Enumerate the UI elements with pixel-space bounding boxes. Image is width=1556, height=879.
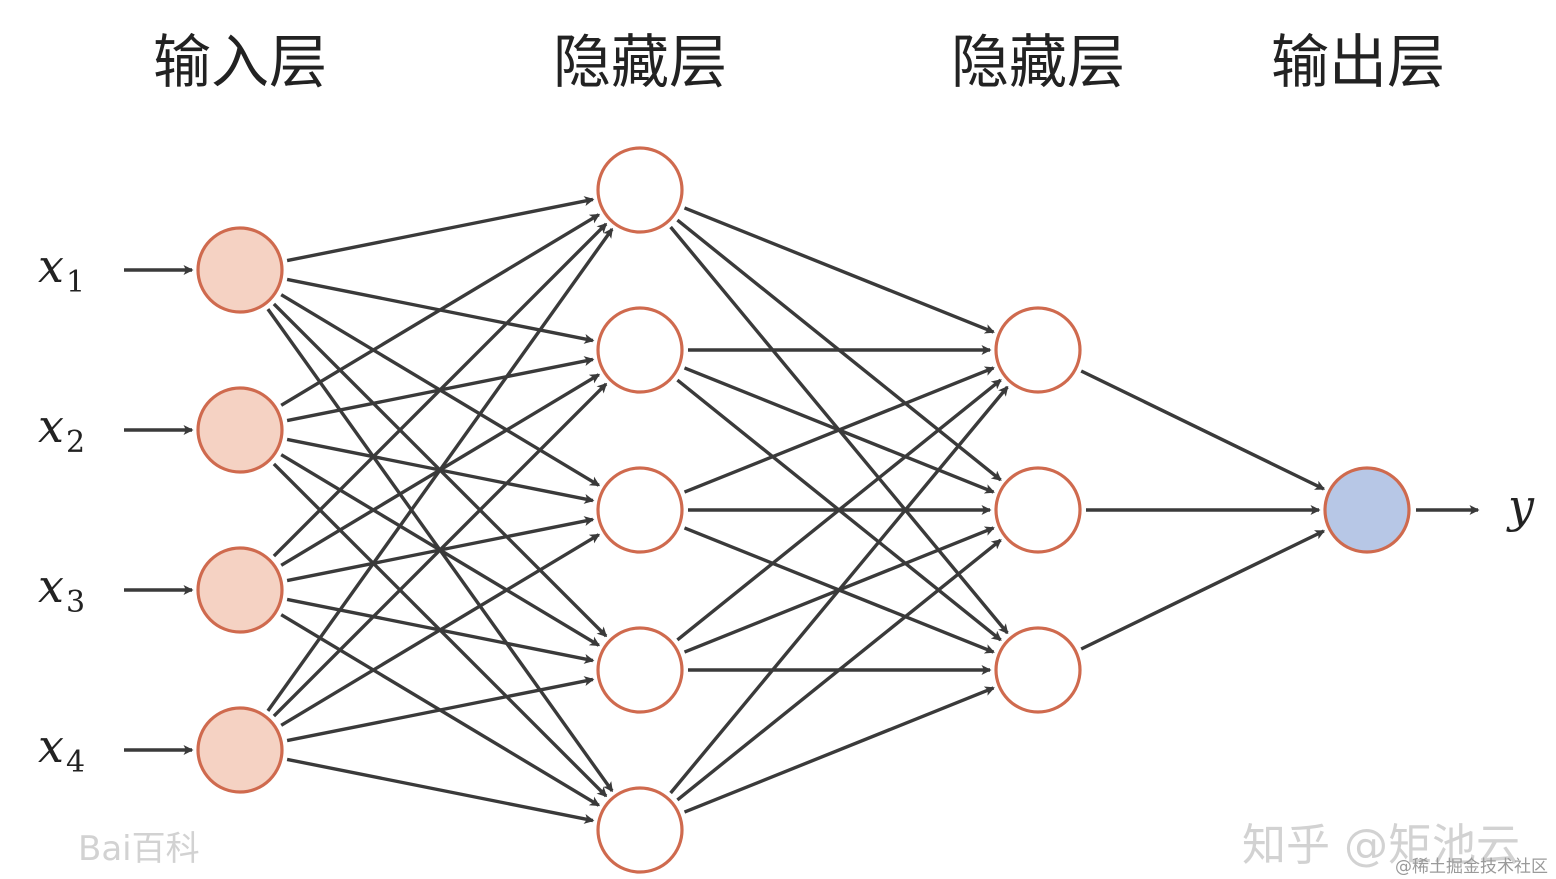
layer-title-hidden-2: 隐藏层 <box>951 28 1125 96</box>
edge-l2-n5-to-l3-n1 <box>669 385 1009 795</box>
hidden1-node-2 <box>596 306 684 394</box>
input-arrows <box>124 265 194 755</box>
output-node-1 <box>1323 466 1411 554</box>
layer-title-hidden-1: 隐藏层 <box>553 28 727 96</box>
edge-l1-n4-to-l2-n1 <box>266 227 614 712</box>
edge-l3-n3-to-l4-n1 <box>1080 529 1326 651</box>
edge-l1-n2-to-l2-n1 <box>280 213 601 407</box>
output-label-y: y <box>1506 479 1535 533</box>
baidu-watermark: Bai百科 <box>78 829 200 869</box>
edge-l2-n4-to-l3-n1 <box>676 378 1002 642</box>
hidden1-node-3 <box>596 466 684 554</box>
input-node-3 <box>196 546 284 634</box>
neurons <box>196 146 1411 874</box>
layer-title-output: 输出层 <box>1271 28 1445 96</box>
edge-l3-n1-to-l4-n1 <box>1080 369 1326 491</box>
input-node-4 <box>196 706 284 794</box>
edge-l2-n5-to-l3-n3 <box>683 686 995 814</box>
edge-l1-n4-to-l2-n3 <box>280 533 601 727</box>
edge-l2-n3-to-l3-n1 <box>683 366 995 494</box>
hidden2-node-3 <box>994 626 1082 714</box>
input-node-1 <box>196 226 284 314</box>
input-label-x2: x2 <box>38 399 85 460</box>
hidden1-node-1 <box>596 146 684 234</box>
connections <box>266 196 1326 824</box>
edge-l2-n1-to-l3-n1 <box>683 206 995 334</box>
juejin-watermark: @稀土掘金技术社区 <box>1395 857 1548 877</box>
edge-l1-n4-to-l2-n5 <box>286 757 595 824</box>
input-label-x1: x1 <box>38 239 85 300</box>
input-label-x4: x4 <box>38 719 85 780</box>
edge-l1-n4-to-l2-n4 <box>286 676 595 743</box>
hidden1-node-4 <box>596 626 684 714</box>
hidden2-node-2 <box>994 466 1082 554</box>
edge-l1-n1-to-l2-n1 <box>286 196 595 263</box>
edge-l1-n3-to-l2-n1 <box>272 222 608 558</box>
hidden1-node-5 <box>596 786 684 874</box>
zhihu-watermark: 知乎 @矩池云 <box>1242 820 1520 871</box>
layer-title-input: 输入层 <box>153 28 327 96</box>
edge-l2-n5-to-l3-n2 <box>676 538 1002 802</box>
input-labels: x1 x2 x3 x4 <box>38 239 85 780</box>
hidden2-node-1 <box>994 306 1082 394</box>
input-label-x3: x3 <box>38 559 85 620</box>
edge-l1-n4-to-l2-n2 <box>272 382 608 718</box>
input-node-2 <box>196 386 284 474</box>
